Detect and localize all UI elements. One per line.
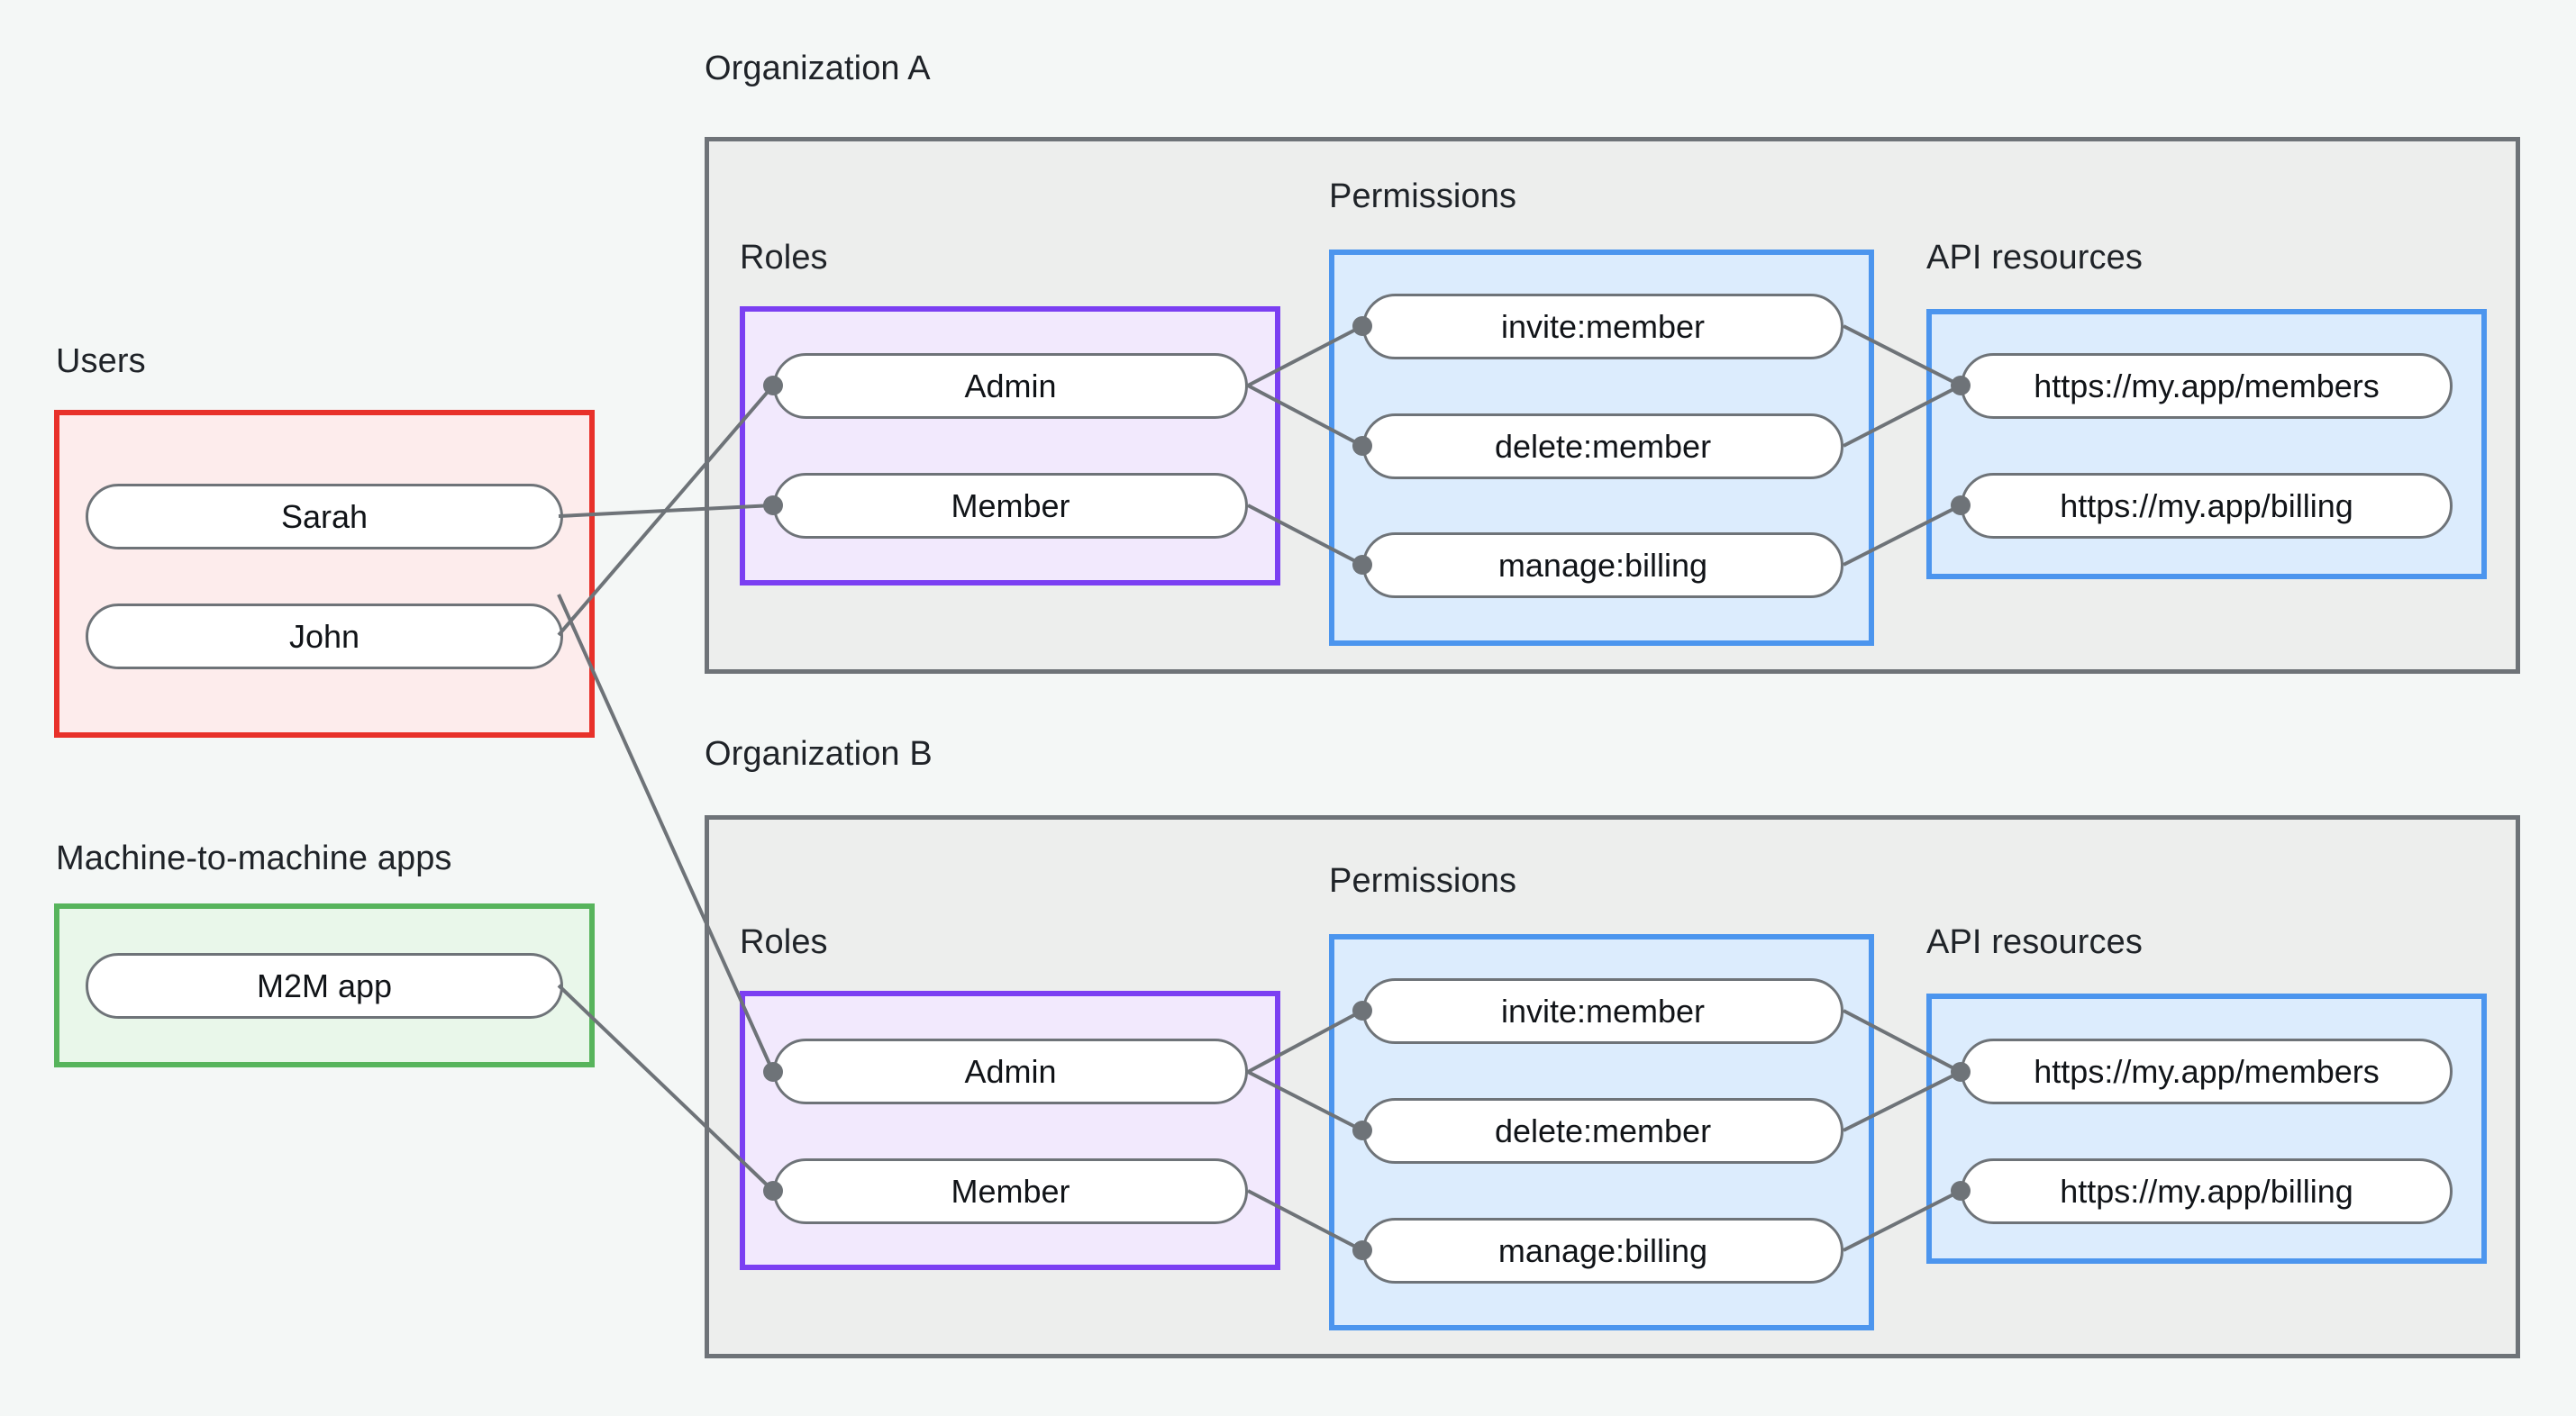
org-b-api-pill-members[interactable]: https://my.app/members [1961,1039,2453,1104]
org-b-api-resources-label: API resources [1926,923,2143,961]
org-b-permission-pill-delete-member[interactable]: delete:member [1362,1098,1843,1164]
org-b-roles-box [740,991,1280,1270]
org-a-permission-pill-invite-member[interactable]: invite:member [1362,294,1843,359]
user-pill-john[interactable]: John [86,604,563,669]
org-b-permission-pill-manage-billing[interactable]: manage:billing [1362,1218,1843,1284]
org-b-permission-pill-invite-member[interactable]: invite:member [1362,978,1843,1044]
org-a-roles-box [740,306,1280,585]
org-b-roles-label: Roles [740,923,828,961]
org-a-roles-label: Roles [740,239,828,277]
org-b-role-pill-admin[interactable]: Admin [773,1039,1248,1104]
user-pill-sarah[interactable]: Sarah [86,484,563,549]
org-a-api-resources-box [1926,309,2487,579]
organization-a-label: Organization A [705,50,931,87]
org-a-permission-pill-delete-member[interactable]: delete:member [1362,413,1843,479]
org-a-role-pill-member[interactable]: Member [773,473,1248,539]
users-group-label: Users [56,342,146,380]
users-group-box [54,410,595,738]
m2m-app-pill[interactable]: M2M app [86,953,563,1019]
org-b-role-pill-member[interactable]: Member [773,1158,1248,1224]
org-b-permissions-label: Permissions [1329,862,1517,900]
org-a-permission-pill-manage-billing[interactable]: manage:billing [1362,532,1843,598]
org-a-api-pill-billing[interactable]: https://my.app/billing [1961,473,2453,539]
org-a-api-pill-members[interactable]: https://my.app/members [1961,353,2453,419]
org-a-api-resources-label: API resources [1926,239,2143,277]
org-a-role-pill-admin[interactable]: Admin [773,353,1248,419]
organization-b-label: Organization B [705,735,933,773]
machine-apps-group-label: Machine-to-machine apps [56,840,452,877]
org-b-api-pill-billing[interactable]: https://my.app/billing [1961,1158,2453,1224]
org-a-permissions-label: Permissions [1329,177,1517,215]
